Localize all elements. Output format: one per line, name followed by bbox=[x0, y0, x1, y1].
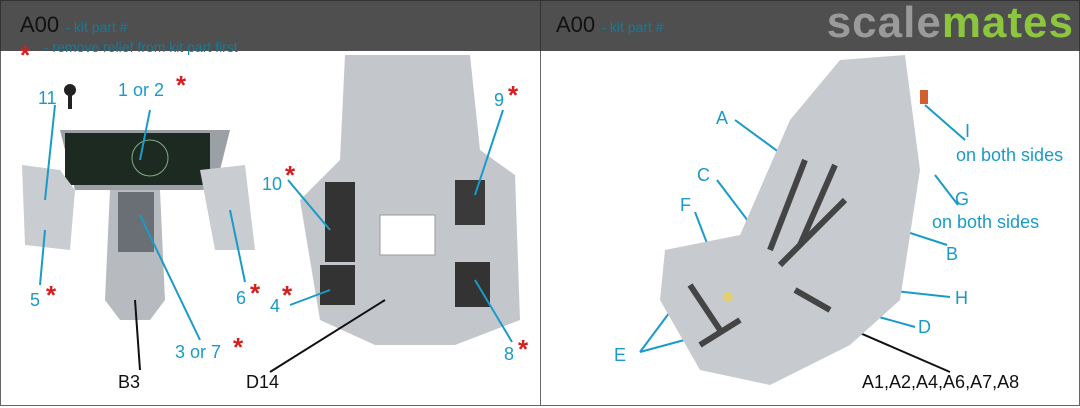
asterisk-icon: * bbox=[250, 278, 261, 308]
scalemates-logo: scalemates bbox=[826, 0, 1074, 47]
label-g-note: on both sides bbox=[932, 212, 1040, 232]
legend-part-right: A00 - kit part # bbox=[556, 12, 664, 38]
label-3-or-7: 3 or 7 bbox=[175, 342, 222, 362]
part-i bbox=[920, 90, 928, 104]
label-parts: A1,A2,A4,A6,A7,A8 bbox=[862, 372, 1020, 392]
label-10: 10 bbox=[262, 174, 283, 194]
asterisk-icon: * bbox=[176, 70, 187, 100]
label-d: D bbox=[918, 317, 931, 337]
label-g: G bbox=[955, 189, 970, 209]
asterisk-icon: * bbox=[20, 40, 31, 70]
part-code: A00 bbox=[556, 12, 596, 37]
label-8: 8 bbox=[504, 344, 515, 364]
label-d14: D14 bbox=[246, 372, 280, 392]
label-6: 6 bbox=[236, 288, 247, 308]
label-1-or-2: 1 or 2 bbox=[118, 80, 165, 100]
hud-circle bbox=[131, 139, 169, 177]
asterisk-icon: * bbox=[285, 160, 296, 190]
label-f: F bbox=[680, 195, 691, 215]
right-console bbox=[200, 165, 255, 250]
part-desc: - kit part # bbox=[601, 19, 664, 35]
part-desc: - kit part # bbox=[65, 19, 128, 35]
part-f bbox=[723, 292, 733, 302]
asterisk-icon: * bbox=[508, 80, 519, 110]
asterisk-icon: * bbox=[46, 280, 57, 310]
label-b3: B3 bbox=[118, 372, 141, 392]
label-b: B bbox=[946, 244, 959, 264]
part-code: A00 bbox=[20, 12, 60, 37]
side-panel-9 bbox=[455, 180, 485, 225]
label-i: I bbox=[965, 121, 971, 141]
asterisk-desc: - remove relief from kit part first bbox=[44, 39, 238, 55]
label-e: E bbox=[614, 345, 627, 365]
label-c: C bbox=[697, 165, 710, 185]
asterisk-icon: * bbox=[282, 280, 293, 310]
label-a: A bbox=[716, 108, 729, 128]
label-i-note: on both sides bbox=[956, 145, 1064, 165]
ejection-seat bbox=[660, 55, 920, 385]
label-11: 11 bbox=[38, 88, 57, 108]
seat-harness bbox=[687, 158, 848, 348]
keypad bbox=[118, 192, 154, 252]
side-panel-10 bbox=[325, 182, 355, 262]
asterisk-icon: * bbox=[233, 332, 244, 362]
label-4: 4 bbox=[270, 296, 281, 316]
label-9: 9 bbox=[494, 90, 505, 110]
tub-opening bbox=[379, 214, 436, 256]
label-5: 5 bbox=[30, 290, 41, 310]
side-panel-4 bbox=[320, 265, 355, 305]
legend-part: A00 - kit part # bbox=[20, 12, 128, 38]
side-panel-8 bbox=[455, 262, 490, 307]
asterisk-icon: * bbox=[518, 334, 529, 364]
label-h: H bbox=[955, 288, 968, 308]
left-console bbox=[22, 165, 75, 250]
handle-11 bbox=[64, 84, 76, 96]
header-band bbox=[0, 0, 1080, 51]
panel-display bbox=[65, 133, 210, 185]
